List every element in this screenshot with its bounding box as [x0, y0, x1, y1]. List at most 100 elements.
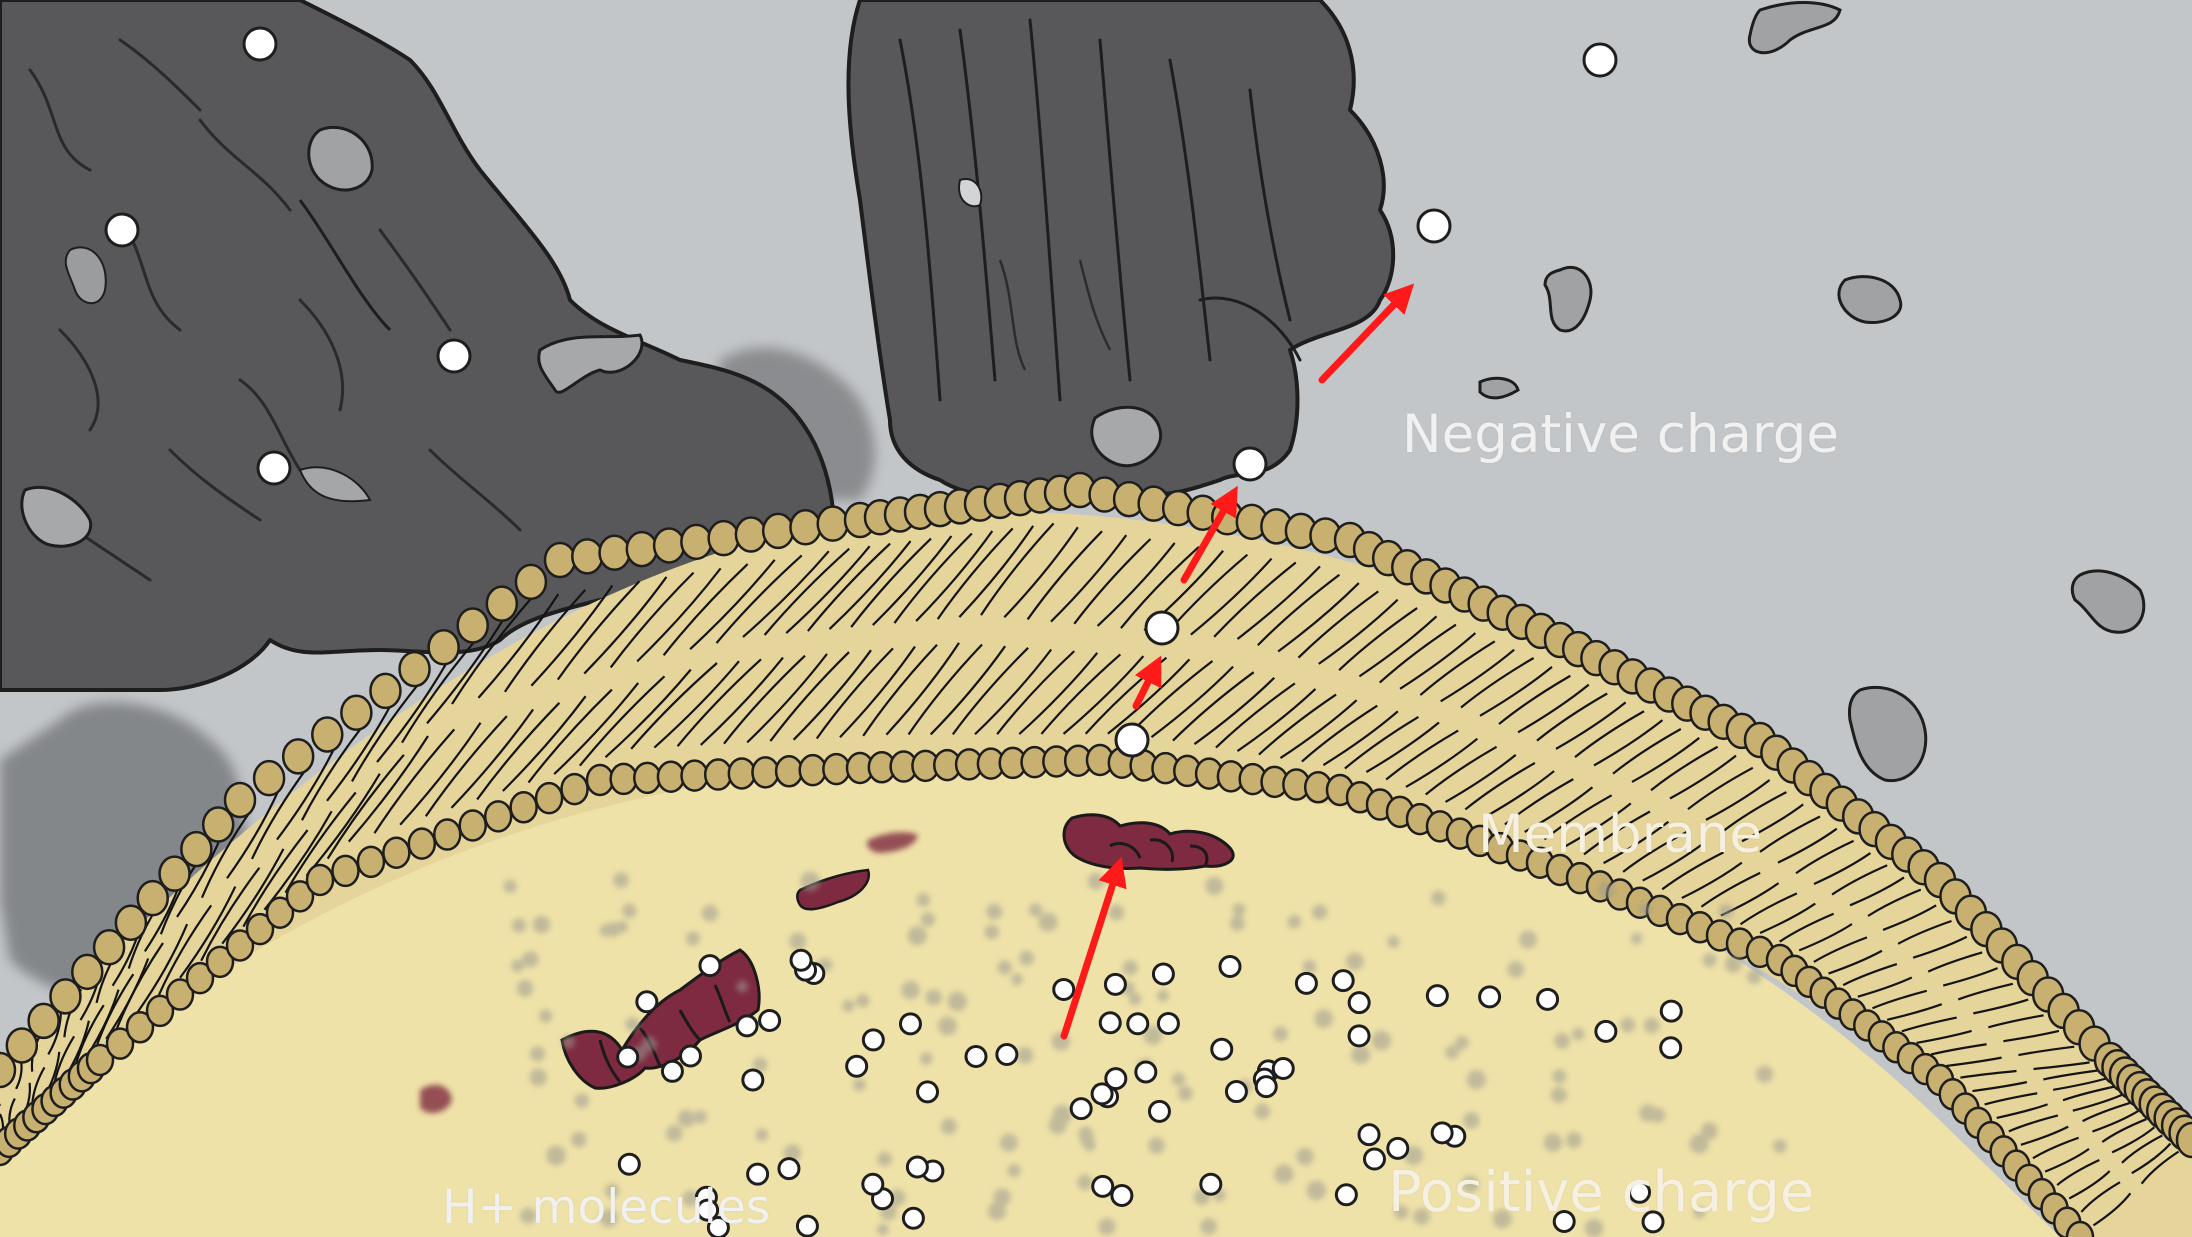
lipid-tail: [1681, 861, 1743, 900]
blurred-particle: [1254, 1103, 1271, 1120]
red-arrow-icon: [1060, 856, 1127, 1040]
h-plus-ion-icon: [1218, 955, 1242, 979]
blurred-particle: [1718, 903, 1734, 919]
lipid-tail: [951, 647, 1029, 736]
h-plus-ion-icon: [1536, 987, 1560, 1011]
lipid-tail: [1897, 919, 1952, 945]
lipid-head: [656, 760, 686, 793]
lipid-tail: [179, 886, 237, 979]
h-plus-ion-icon: [1199, 1172, 1223, 1196]
blurred-particle: [1087, 872, 1105, 890]
red-arrow-icon: [1180, 485, 1238, 584]
h-plus-ion-icon: [1114, 722, 1150, 758]
blurred-particle: [1083, 1138, 1096, 1152]
blurred-particle: [1724, 955, 1743, 973]
blurred-particle: [1550, 1086, 1567, 1104]
red-arrow-icon: [1132, 655, 1162, 710]
lipid-head: [822, 752, 851, 786]
lipid-head: [92, 929, 126, 966]
blurred-particle: [1177, 1086, 1193, 1102]
lipid-tail: [785, 545, 871, 634]
h-plus-ion-icon: [1110, 1184, 1134, 1208]
blurred-particle: [604, 1183, 620, 1199]
lipid-tail: [769, 651, 850, 742]
lipid-tail: [530, 584, 614, 687]
h-plus-ion-icon: [1430, 1121, 1454, 1145]
lipid-head: [458, 809, 487, 842]
lipid-head: [285, 880, 315, 913]
lipid-tail: [1365, 721, 1440, 773]
lipid-tail: [1555, 701, 1627, 750]
blurred-particle: [1016, 1046, 1034, 1064]
lipid-tail: [1669, 754, 1737, 800]
blurred-particle: [682, 1190, 699, 1207]
blurred-particle: [1572, 1027, 1585, 1041]
lipid-tail: [450, 708, 534, 809]
lipid-tail: [326, 703, 393, 802]
lipid-tail: [1882, 904, 1937, 931]
lipid-tail: [1631, 736, 1700, 783]
h-plus-ion-icon: [901, 1206, 925, 1230]
blurred-particle: [1518, 930, 1538, 949]
lipid-tail: [1378, 623, 1457, 684]
h-plus-ion-icon: [789, 948, 813, 972]
blurred-particle: [752, 1057, 768, 1072]
blurred-particle: [1028, 903, 1043, 917]
h-plus-ion-icon: [1347, 1024, 1371, 1048]
lipid-tail: [653, 660, 740, 749]
lipid-head: [609, 762, 638, 796]
h-plus-ion-icon: [256, 450, 292, 486]
h-molecules-label: H+ molecules: [442, 1180, 771, 1235]
blurred-particle: [570, 1131, 587, 1148]
lipid-tail: [373, 728, 456, 834]
lipid-tail: [1583, 810, 1651, 856]
blurred-particle: [925, 989, 942, 1006]
h-plus-ion-icon: [436, 338, 472, 374]
h-plus-ion-icon: [1357, 1123, 1381, 1147]
blurred-particle: [538, 1009, 553, 1023]
blurred-particle: [920, 912, 936, 927]
lipid-tail: [1942, 967, 1998, 987]
blurred-particle: [1272, 1026, 1289, 1042]
lipid-tail: [1419, 640, 1496, 696]
lipid-tail: [630, 662, 718, 750]
blurred-particle: [685, 931, 701, 946]
lipid-tail: [1927, 951, 1983, 973]
lipid-head: [356, 845, 386, 879]
lipid-tail: [579, 675, 666, 767]
lipid-head: [281, 738, 315, 775]
lipid-tail: [839, 645, 916, 738]
lipid-tail: [636, 567, 722, 663]
lipid-head: [223, 781, 257, 819]
lipid-tail: [1700, 871, 1761, 908]
lipid-tail: [1003, 526, 1079, 619]
lipid-tail: [1849, 876, 1905, 907]
lipid-head: [331, 854, 360, 888]
blurred-particle: [940, 1118, 958, 1135]
lipid-head: [369, 672, 402, 710]
lipid-tail: [1574, 710, 1645, 758]
blurred-particle: [1639, 1104, 1657, 1122]
blurred-particle: [1306, 1180, 1327, 1201]
lipid-head: [509, 791, 538, 824]
blurred-particle: [529, 1046, 546, 1062]
lipid-head: [114, 904, 148, 941]
lipid-tail: [828, 540, 912, 630]
lipid-tail: [1795, 839, 1855, 875]
lipid-tail: [502, 695, 587, 792]
lipid-head: [201, 806, 235, 843]
h-plus-ion-icon: [746, 1162, 770, 1186]
lipid-tail: [2032, 1136, 2079, 1160]
lipid-tail: [1831, 864, 1888, 896]
lipid-head: [136, 879, 169, 917]
lipid-tail: [301, 724, 365, 821]
blurred-particle: [546, 1145, 567, 1166]
blurred-particle: [1643, 1017, 1660, 1034]
lipid-tail: [200, 867, 261, 962]
lipid-tail: [974, 648, 1053, 736]
lipid-tail: [1279, 699, 1358, 759]
lipid-tail: [676, 658, 762, 747]
lipid-tail: [1385, 729, 1459, 781]
